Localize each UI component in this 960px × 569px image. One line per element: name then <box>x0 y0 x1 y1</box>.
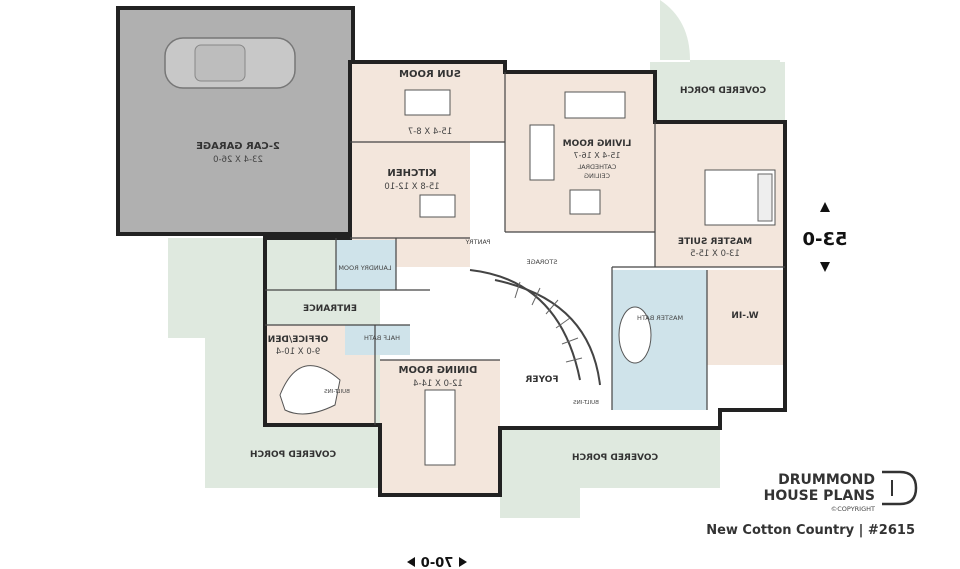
drummond-d-icon <box>882 470 918 506</box>
porch-right-area <box>650 62 785 122</box>
porch-top-area <box>350 0 780 120</box>
svg-text:LIVING ROOM: LIVING ROOM <box>563 139 632 149</box>
svg-text:53-0: 53-0 <box>802 229 847 250</box>
svg-text:COVERED PORCH: COVERED PORCH <box>680 86 766 96</box>
svg-text:COVERED PORCH: COVERED PORCH <box>572 453 658 463</box>
svg-text:MASTER SUITE: MASTER SUITE <box>678 237 752 247</box>
laundry-area <box>336 240 396 290</box>
svg-text:ENTRANCE: ENTRANCE <box>303 304 357 314</box>
svg-text:W.-IN: W.-IN <box>731 311 758 321</box>
svg-text:DINING ROOM: DINING ROOM <box>399 365 478 376</box>
svg-text:HOUSE PLANS: HOUSE PLANS <box>764 488 875 504</box>
svg-text:KITCHEN: KITCHEN <box>387 168 436 179</box>
dining-table <box>424 389 456 466</box>
svg-text:CATHEDRAL: CATHEDRAL <box>577 163 616 171</box>
half-bath-area <box>345 325 410 355</box>
porch-center-label: COVERED PORCH <box>572 453 658 463</box>
depth-dimension: 53-0 <box>802 202 848 272</box>
foyer-label: FOYER <box>525 375 558 385</box>
sun-room-table <box>404 89 451 116</box>
entrance-label: ENTRANCE <box>303 304 357 314</box>
built-ins-office-label: BUILT-INS <box>324 389 350 395</box>
svg-text:MASTER BATH: MASTER BATH <box>637 314 683 322</box>
dining-room-label: DINING ROOM 12-0 X 14-4 <box>399 365 478 389</box>
svg-text:FOYER: FOYER <box>525 375 558 385</box>
built-ins-foyer-label: BUILT-INS <box>573 400 599 406</box>
laundry-label: LAUNDRY ROOM <box>338 264 391 272</box>
porch-right-label: COVERED PORCH <box>680 86 766 96</box>
svg-text:15-4 X 8-7: 15-4 X 8-7 <box>408 127 452 137</box>
kitchen-label: KITCHEN 15-8 X 12-10 <box>384 168 439 192</box>
svg-text:BUILT-INS: BUILT-INS <box>324 389 350 395</box>
svg-text:70-0: 70-0 <box>421 556 454 569</box>
living-room-label: LIVING ROOM 15-4 X 16-7 CATHEDRAL CEILIN… <box>563 139 632 180</box>
plan-title: New Cotton Country | #2615 <box>706 523 915 538</box>
svg-text:12-0 X 14-4: 12-0 X 14-4 <box>413 379 463 389</box>
width-dimension: 70-0 <box>407 556 467 569</box>
pantry-label: PANTRY <box>466 238 491 246</box>
svg-text:LAUNDRY ROOM: LAUNDRY ROOM <box>338 264 391 272</box>
svg-text:STORAGE: STORAGE <box>527 258 558 266</box>
master-bath-label: MASTER BATH <box>637 314 683 322</box>
svg-text:COVERED PORCH: COVERED PORCH <box>250 450 336 460</box>
svg-text:PANTRY: PANTRY <box>466 238 491 246</box>
svg-text:2-CAR GARAGE: 2-CAR GARAGE <box>196 141 280 152</box>
main-exterior-wall <box>263 60 787 497</box>
office-desk <box>279 365 341 415</box>
svg-text:9-0 X 10-4: 9-0 X 10-4 <box>276 347 320 357</box>
svg-text:BUILT-INS: BUILT-INS <box>573 400 599 406</box>
porch-center-area <box>500 428 720 488</box>
bed-icon <box>704 169 776 226</box>
half-bath-label: HALF BATH <box>364 334 400 342</box>
storage-label: STORAGE <box>527 258 558 266</box>
svg-text:OFFICE/DEN: OFFICE/DEN <box>268 335 329 345</box>
sun-room-label: SUN ROOM 15-4 X 8-7 <box>399 69 461 137</box>
garage-label: 2-CAR GARAGE 23-4 X 26-0 <box>196 141 280 165</box>
porch-steps <box>500 488 580 518</box>
car-icon <box>164 37 296 89</box>
master-suite-label: MASTER SUITE 13-0 X 15-5 <box>678 237 752 259</box>
svg-text:SUN ROOM: SUN ROOM <box>399 69 461 80</box>
svg-text:CEILING: CEILING <box>584 172 610 180</box>
svg-text:15-8 X 12-10: 15-8 X 12-10 <box>384 182 439 192</box>
walk-in-label: W.-IN <box>731 311 758 321</box>
living-sofa <box>529 91 626 215</box>
kitchen-island <box>419 194 456 218</box>
porch-left-label: COVERED PORCH <box>250 450 336 460</box>
porch-left-steps <box>168 238 212 338</box>
office-label: OFFICE/DEN 9-0 X 10-4 <box>268 335 329 357</box>
svg-text:13-0 X 15-5: 13-0 X 15-5 <box>690 249 740 259</box>
svg-text:HALF BATH: HALF BATH <box>364 334 400 342</box>
bathtub-icon <box>618 306 652 364</box>
svg-text:©COPYRIGHT: ©COPYRIGHT <box>831 505 875 513</box>
interior-walls <box>265 72 785 425</box>
staircase <box>469 269 601 386</box>
svg-text:DRUMMOND: DRUMMOND <box>778 472 875 488</box>
svg-text:15-4 X 16-7: 15-4 X 16-7 <box>574 151 621 160</box>
brand-logo: DRUMMOND HOUSE PLANS ©COPYRIGHT <box>764 470 918 513</box>
svg-text:23-4 X 26-0: 23-4 X 26-0 <box>213 155 263 165</box>
